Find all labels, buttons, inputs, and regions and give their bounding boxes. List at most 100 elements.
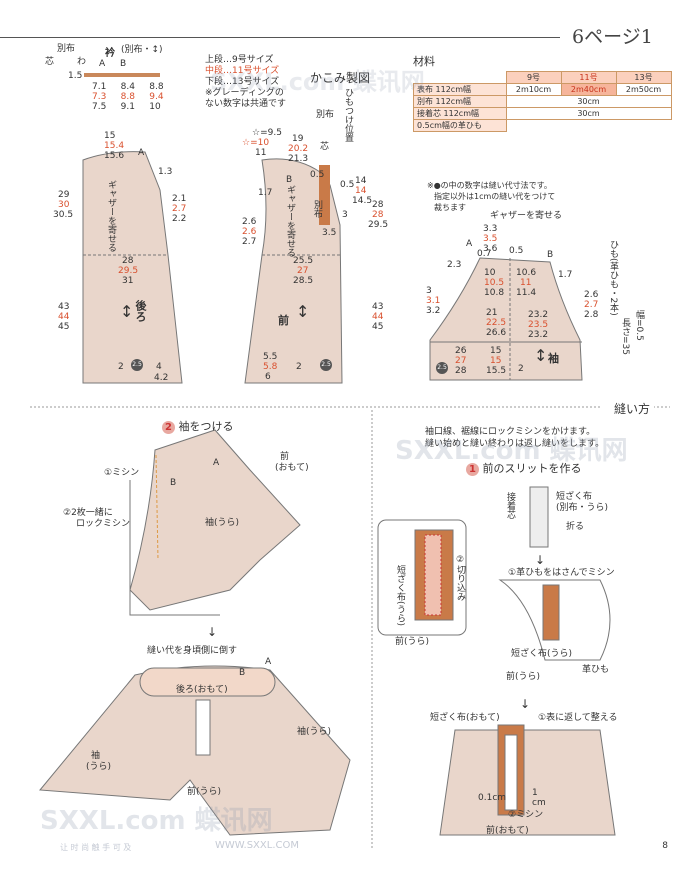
front-facing-strip [319,165,330,225]
sleeve-r26-2: 2.7 [584,300,599,310]
back-bottom-4: 4 [156,362,162,372]
front-05b: 0.5 [340,180,355,190]
front-bottom-2: 5.8 [263,362,278,372]
front-top-3: 21.3 [288,154,309,164]
back-top-3: 15.6 [104,151,125,161]
sewing-intro-1: 袖口線、裾線にロックミシンをかけます。 [425,427,596,437]
sleeve-shape [429,257,583,381]
step2-sew: ①ミシン [104,468,140,478]
step2-front-sub: (おもて) [275,463,309,473]
back-arm-2: 2.7 [172,204,187,214]
size-note-2: 中段…11号サイズ [205,66,280,76]
collar-bessu: 別布 [57,44,76,54]
sleeve-lowl-3: 28 [455,366,467,376]
watermark-url: WWW.SXXL.COM [215,840,299,851]
sleeve-left-1: 10 [484,268,496,278]
step2-B: B [170,478,177,488]
step2-sleeve-left: 袖 [91,751,101,761]
sleeve-top-1: 3.3 [483,224,498,234]
size-note-1: 上段…9号サイズ [205,55,274,65]
watermark-sub: 让 时 尚 触 手 可 及 [60,843,132,852]
back-bottom-2: 2 [118,362,124,372]
step1b-leather: 革ひも [582,665,610,675]
sleeve-05: 0.5 [509,246,524,256]
sleeve-m2-2: 23.5 [528,320,549,330]
step1-front-shape [439,729,616,836]
sleeve-note-3: 裁ちます [434,203,466,212]
front-05a: 0.5 [310,170,325,180]
back-bottom-42: 4.2 [154,373,169,383]
sleeve-l3-2: 3.1 [426,296,441,306]
step2-sleeve-left-sub: (うら) [86,762,112,772]
back-mid-3: 31 [122,276,134,286]
back-top-1: 15 [104,131,116,141]
sleeve-tie: ひも(革ひも・2本) [608,240,618,316]
sleeve-lowl-2: 27 [455,356,467,366]
step1c-front: 前(おもて) [486,826,529,836]
sleeve-m1-1: 21 [486,308,498,318]
sleeve-m1-3: 26.6 [486,328,507,338]
sleeve-note-2: 指定以外は1cmの縫い代をつけて [434,192,556,201]
back-arm-3: 2.2 [172,214,187,224]
step1b-front2: 前(うら) [506,672,541,682]
sleeve-lowl-1: 26 [455,346,467,356]
collar-strip [84,73,160,77]
front-low-3: 45 [372,322,384,332]
front-14-3: 14.5 [352,196,373,206]
front-right-1: 28 [372,200,384,210]
collar-wa: わ [77,57,87,67]
watermark-top: SXXL.com 蝶讯网 [395,436,628,466]
sleeve-gather: ギャザーを寄せる [490,211,563,221]
collar-row2: 7.3 8.8 9.4 [92,92,164,102]
sleeve-17: 1.7 [558,270,573,280]
back-gather: ギャザーを寄せる [106,180,116,252]
back-A: A [138,148,145,158]
collar-B: B [120,59,127,69]
sleeve-left-2: 10.5 [484,278,505,288]
front-shin: 芯 [320,142,330,152]
sleeve-left2-2: 11 [520,278,532,288]
sleeve-m2-3: 23.2 [528,330,549,340]
front-14-1: 14 [355,176,367,186]
step2-back: 後ろ(おもて) [176,685,228,695]
step1-heading: 1 前のスリットを作る [466,460,582,476]
sleeve-07: 0.7 [477,249,492,259]
collar-row1: 7.1 8.4 8.8 [92,82,164,92]
sleeve-seam-badge: 2.5 [436,362,448,374]
front-low-1: 43 [372,302,384,312]
sleeve-lowm-3: 15.5 [486,366,507,376]
step2-front: 前 [280,452,290,462]
step2-lock2: ロックミシン [76,519,131,529]
sleeve-A: A [466,239,473,249]
back-arm-1: 2.1 [172,194,187,204]
collar-subtitle: (別布・↕) [121,45,163,55]
step1-strip [529,486,549,548]
step2-sleeve: 袖(うら) [205,518,240,528]
back-left-2: 30 [58,200,70,210]
front-right-3: 29.5 [368,220,389,230]
step1-shin: 接着芯 [505,492,515,519]
step1c-machine: ②ミシン [508,810,544,820]
watermark-header: SXXL.com 蝶讯网 [210,68,425,96]
front-label: 前 [278,314,289,327]
step1-fold: 折る [566,522,585,532]
back-mid-2: 29.5 [118,266,139,276]
step2-A2: A [265,657,272,667]
sleeve-l3-3: 3.2 [426,306,441,316]
back-left-3: 30.5 [53,210,74,220]
front-bessu: 別布 [316,110,335,120]
header-rule [0,37,560,38]
himo-position: ひもつけ位置 [343,88,353,142]
step1b-sew: ①革ひもをはさんでミシン [508,568,615,578]
step1b-down-arrow-icon: ↓ [520,697,531,711]
sleeve-left2-1: 10.6 [516,268,537,278]
sleeve-lowm-1: 15 [490,346,502,356]
back-grain-arrow-icon: ↕ [120,302,134,321]
step2-sleeve-shape [129,429,301,611]
sleeve-l3-1: 3 [426,286,432,296]
back-label: 後ろ [134,300,147,322]
front-arm-2: 2.6 [242,227,257,237]
front-14-2: 14 [355,186,367,196]
